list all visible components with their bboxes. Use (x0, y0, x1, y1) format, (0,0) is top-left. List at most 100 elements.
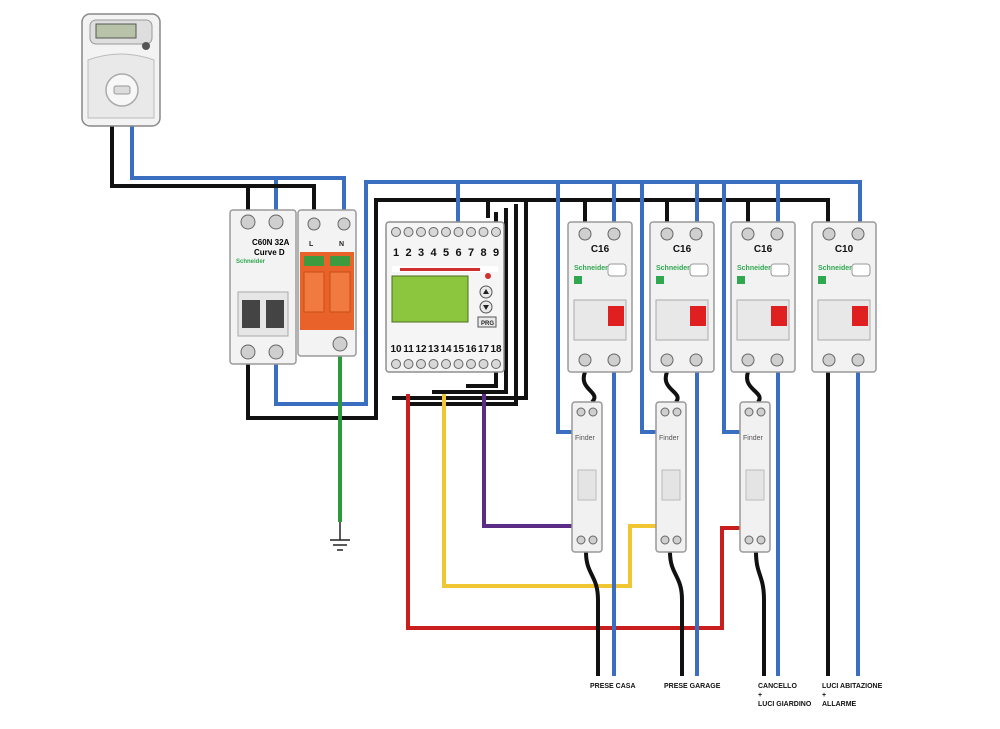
wire-coil-yellow (442, 394, 658, 588)
terminal-screw-icon (672, 535, 682, 545)
terminal-screw-icon (578, 227, 592, 241)
wire-neutral-k3 (722, 182, 742, 434)
terminal-label: 16 (465, 344, 477, 355)
wire-b1-k1 (581, 371, 597, 404)
wire-coil-red (406, 394, 742, 630)
breakers-group: C16SchneiderC16SchneiderC16SchneiderC10S… (567, 221, 877, 373)
contactors-group: Finder Finder Finder (571, 401, 771, 553)
terminal-screw-icon (770, 353, 784, 367)
brand-logo-icon (574, 276, 582, 284)
load-label-line: PRESE GARAGE (664, 683, 721, 690)
wire-neutral-spd (276, 176, 346, 212)
wire-b3-k3 (745, 371, 762, 404)
terminal-screw-icon (607, 227, 621, 241)
breaker-rating: C16 (754, 244, 773, 255)
main-breaker-rating: C60N 32A (252, 238, 290, 247)
terminal-screw-icon (391, 359, 401, 369)
brand-logo-icon (818, 276, 826, 284)
breaker-brand: Schneider (737, 265, 771, 272)
terminal-screw-icon (578, 353, 592, 367)
terminal-screw-icon (660, 407, 670, 417)
contactor-3: Finder (739, 401, 771, 553)
terminal-screw-icon (588, 535, 598, 545)
brand-logo-icon (737, 276, 745, 284)
terminal-screw-icon (822, 353, 836, 367)
meter-indicator-icon (142, 42, 150, 50)
load-label-line: + (822, 692, 826, 699)
brand-logo-icon (656, 276, 664, 284)
breaker-handle (852, 306, 868, 326)
main-breaker: C60N 32A Curve D Schneider (229, 209, 297, 365)
terminal-label: 12 (415, 344, 427, 355)
wire-live-main-out (246, 198, 490, 420)
terminal-label: 3 (418, 247, 424, 259)
terminal-screw-icon (441, 359, 451, 369)
terminal-screw-icon (428, 227, 439, 237)
contactor-brand: Finder (659, 435, 680, 442)
load-labels-group: PRESE CASA PRESE GARAGE CANCELLO + LUCI GIAR… (590, 683, 883, 708)
terminal-label: 4 (430, 247, 437, 259)
terminal-label: 14 (440, 344, 452, 355)
load-label-line: LUCI ABITAZIONE (822, 683, 883, 690)
contactor-brand: Finder (575, 435, 596, 442)
breaker-rating: C10 (835, 244, 854, 255)
terminal-label: 11 (403, 344, 414, 355)
load-label-4: LUCI ABITAZIONE+ALLARME (822, 683, 883, 708)
terminal-screw-icon (756, 407, 766, 417)
terminal-screw-icon (466, 359, 476, 369)
main-breaker-curve: Curve D (254, 248, 285, 257)
test-button (770, 263, 790, 277)
controller-display (391, 275, 469, 323)
terminal-screw-icon (770, 227, 784, 241)
terminal-label: 5 (443, 247, 449, 259)
controller-bottom-screws (391, 359, 501, 369)
terminal-screw-icon (744, 535, 754, 545)
load-label-line: PRESE CASA (590, 683, 636, 690)
terminal-screw-icon (660, 353, 674, 367)
terminal-label: 9 (493, 247, 499, 259)
prg-button-label: PRG (481, 321, 494, 327)
contactor-brand: Finder (743, 435, 764, 442)
terminal-screw-icon (428, 359, 439, 369)
wires (110, 126, 862, 676)
load-label-1: PRESE CASA (590, 683, 636, 690)
terminal-screw-icon (741, 227, 755, 241)
ground-icon (330, 522, 350, 551)
terminal-screw-icon (744, 407, 754, 417)
terminal-screw-icon (403, 227, 414, 237)
terminal-label: 10 (390, 344, 402, 355)
load-label-line: CANCELLO (758, 683, 797, 690)
terminal-label: 8 (480, 247, 486, 259)
breaker-handle (690, 306, 706, 326)
terminal-screw-icon (822, 227, 836, 241)
terminal-screw-icon (607, 353, 621, 367)
wire-neutral-k2 (640, 182, 658, 434)
terminal-screw-icon (672, 407, 682, 417)
terminal-screw-icon (741, 353, 755, 367)
breaker-brand: Schneider (656, 265, 690, 272)
wire-coil-purple (482, 394, 574, 528)
breaker-rating: C16 (673, 244, 692, 255)
breaker-brand: Schneider (574, 265, 608, 272)
terminal-screw-icon (466, 227, 476, 237)
terminal-screw-icon (689, 353, 703, 367)
terminal-label: 15 (453, 344, 465, 355)
wire-neutral-k1 (556, 182, 574, 434)
load-label-line: + (758, 692, 762, 699)
wire-load3-live (754, 551, 766, 676)
terminal-screw-icon (576, 535, 586, 545)
load-label-line: LUCI GIARDINO (758, 701, 812, 708)
terminal-screw-icon (453, 359, 464, 369)
main-breaker-brand: Schneider (236, 259, 266, 265)
terminal-label: 17 (478, 344, 490, 355)
terminal-screw-icon (851, 353, 865, 367)
controller-led-icon (485, 273, 491, 279)
terminal-screw-icon (491, 227, 501, 237)
terminal-label: 13 (428, 344, 440, 355)
meter-display (95, 23, 137, 39)
